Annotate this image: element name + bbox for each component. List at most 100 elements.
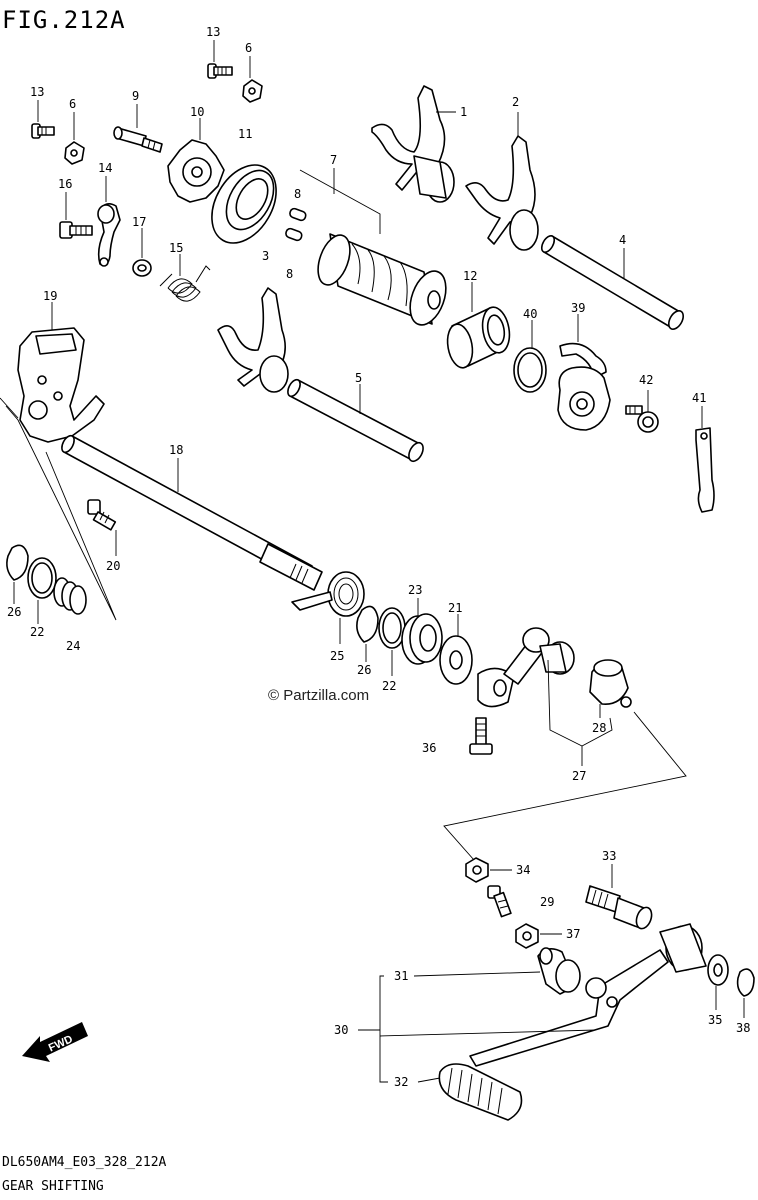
callout-6-top: 6: [245, 41, 252, 55]
callout-4: 4: [619, 233, 626, 247]
callout-38: 38: [736, 1021, 750, 1035]
callout-12: 12: [463, 269, 477, 283]
callout-13-left: 13: [30, 85, 44, 99]
part-11-bearing[interactable]: [199, 154, 289, 255]
callout-26-right: 26: [357, 663, 371, 677]
part-3-shift-fork[interactable]: [217, 287, 289, 393]
part-5-fork-shaft[interactable]: [285, 378, 426, 464]
part-20-bolt[interactable]: [87, 499, 117, 556]
callout-1: 1: [460, 105, 467, 119]
callout-8-upper: 8: [294, 187, 301, 201]
callout-19: 19: [43, 289, 57, 303]
assembly-outline-left: [0, 397, 117, 621]
part-32-pedal-rubber[interactable]: [438, 1063, 523, 1121]
callout-22-left: 22: [30, 625, 44, 639]
callout-14: 14: [98, 161, 112, 175]
part-39-guide[interactable]: [557, 314, 611, 431]
part-18-shift-shaft[interactable]: [59, 434, 323, 591]
part-27-shift-rod[interactable]: [477, 627, 613, 766]
part-24-seal[interactable]: [53, 577, 87, 615]
callout-31: 31: [394, 969, 408, 983]
part-25-return-spring[interactable]: [291, 571, 365, 644]
part-21-washer[interactable]: [439, 614, 473, 685]
part-31-pivot[interactable]: [537, 947, 581, 995]
part-29-bolt[interactable]: [487, 885, 512, 918]
callout-37: 37: [566, 927, 580, 941]
callout-36: 36: [422, 741, 436, 755]
watermark: © Partzilla.com: [268, 687, 369, 704]
part-8-pin-lower[interactable]: [285, 227, 303, 242]
part-14-stopper-arm[interactable]: [97, 176, 121, 267]
figure-caption: GEAR SHIFTING: [2, 1179, 104, 1194]
callout-16: 16: [58, 177, 72, 191]
callout-9: 9: [132, 89, 139, 103]
part-30-shift-pedal[interactable]: [469, 923, 707, 1067]
callout-24: 24: [66, 639, 80, 653]
part-1-shift-fork[interactable]: [371, 85, 456, 203]
callout-3: 3: [262, 249, 269, 263]
part-13-bolt-left[interactable]: [31, 100, 55, 139]
part-10-cam-plate[interactable]: [167, 118, 225, 203]
part-42-bolt[interactable]: [625, 390, 659, 433]
callout-39: 39: [571, 301, 585, 315]
callout-27: 27: [572, 769, 586, 783]
callout-23: 23: [408, 583, 422, 597]
callout-29: 29: [540, 895, 554, 909]
link-lines: [443, 711, 687, 861]
part-17-washer[interactable]: [132, 228, 152, 277]
part-40-washer[interactable]: [513, 320, 547, 393]
part-26-circlip-left[interactable]: [6, 544, 29, 604]
part-16-bolt[interactable]: [59, 192, 93, 239]
part-22-washer-left[interactable]: [27, 557, 57, 624]
callout-30: 30: [334, 1023, 348, 1037]
part-34-nut[interactable]: [465, 857, 512, 883]
part-28-ball-joint[interactable]: [589, 659, 632, 718]
part-23-oil-seal[interactable]: [401, 598, 443, 665]
callout-17: 17: [132, 215, 146, 229]
callout-15: 15: [169, 241, 183, 255]
callout-22-right: 22: [382, 679, 396, 693]
figure-title: FIG.212A: [2, 6, 126, 34]
callout-7: 7: [330, 153, 337, 167]
part-6-washer-left[interactable]: [64, 112, 85, 165]
callout-35: 35: [708, 1013, 722, 1027]
part-36-bolt[interactable]: [469, 717, 493, 755]
part-8-pin-upper[interactable]: [289, 207, 307, 222]
callout-28: 28: [592, 721, 606, 735]
callout-10: 10: [190, 105, 204, 119]
callout-8-lower: 8: [286, 267, 293, 281]
part-38-circlip[interactable]: [736, 968, 755, 1018]
callout-5: 5: [355, 371, 362, 385]
part-37-nut[interactable]: [515, 923, 562, 949]
callout-13-top: 13: [206, 25, 220, 39]
part-4-fork-shaft[interactable]: [539, 234, 686, 332]
callout-40: 40: [523, 307, 537, 321]
part-6-washer-top[interactable]: [242, 56, 263, 103]
callout-26-left: 26: [7, 605, 21, 619]
callout-21: 21: [448, 601, 462, 615]
callout-42: 42: [639, 373, 653, 387]
part-15-spring[interactable]: [159, 254, 211, 302]
part-9-pin[interactable]: [113, 104, 163, 153]
part-33-pivot-bolt[interactable]: [585, 864, 654, 931]
callout-20: 20: [106, 559, 120, 573]
part-41-clip[interactable]: [695, 406, 715, 513]
part-7-shift-drum[interactable]: [299, 168, 453, 330]
part-19-shift-plate[interactable]: [17, 302, 105, 443]
figure-code: DL650AM4_E03_328_212A: [2, 1155, 167, 1170]
part-12-needle-bearing[interactable]: [444, 282, 512, 370]
callout-2: 2: [512, 95, 519, 109]
fwd-arrow-icon: FWD: [22, 1022, 88, 1062]
callout-11: 11: [238, 127, 252, 141]
callout-6-left: 6: [69, 97, 76, 111]
fwd-label: FWD: [47, 1033, 75, 1054]
part-26-circlip-right[interactable]: [356, 605, 379, 662]
part-2-shift-fork[interactable]: [465, 112, 539, 251]
part-35-washer[interactable]: [707, 954, 729, 1010]
callout-33: 33: [602, 849, 616, 863]
callout-41: 41: [692, 391, 706, 405]
callout-18: 18: [169, 443, 183, 457]
part-22-washer-right[interactable]: [378, 607, 406, 676]
part-13-bolt-top[interactable]: [207, 40, 233, 79]
